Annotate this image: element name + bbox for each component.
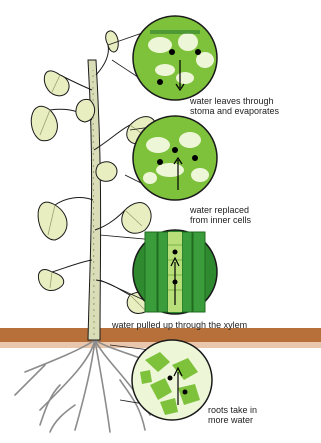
label-line: more water [208,415,257,425]
label-line: water leaves through [190,96,279,106]
label-inner-cells: water replaced from inner cells [190,205,251,225]
magnifier-circle [133,230,217,314]
label-stoma-evaporation: water leaves through stoma and evaporate… [190,96,279,116]
label-line: roots take in [208,405,257,415]
magnifier-circle [133,16,217,100]
leaf [76,99,95,122]
magnifier-circle [133,116,217,200]
label-line: water replaced [190,205,251,215]
label-line: water pulled up through the xylem [112,320,247,330]
label-line: stoma and evaporates [190,106,279,116]
label-line: from inner cells [190,215,251,225]
magnifier-circle [132,340,212,420]
leaf [44,71,69,96]
leaf [122,203,151,234]
leaf [106,31,119,52]
label-roots: roots take in more water [208,405,257,425]
leaf [38,202,67,240]
label-xylem: water pulled up through the xylem [112,320,247,330]
soil-band [0,328,321,342]
leaf [96,162,117,182]
